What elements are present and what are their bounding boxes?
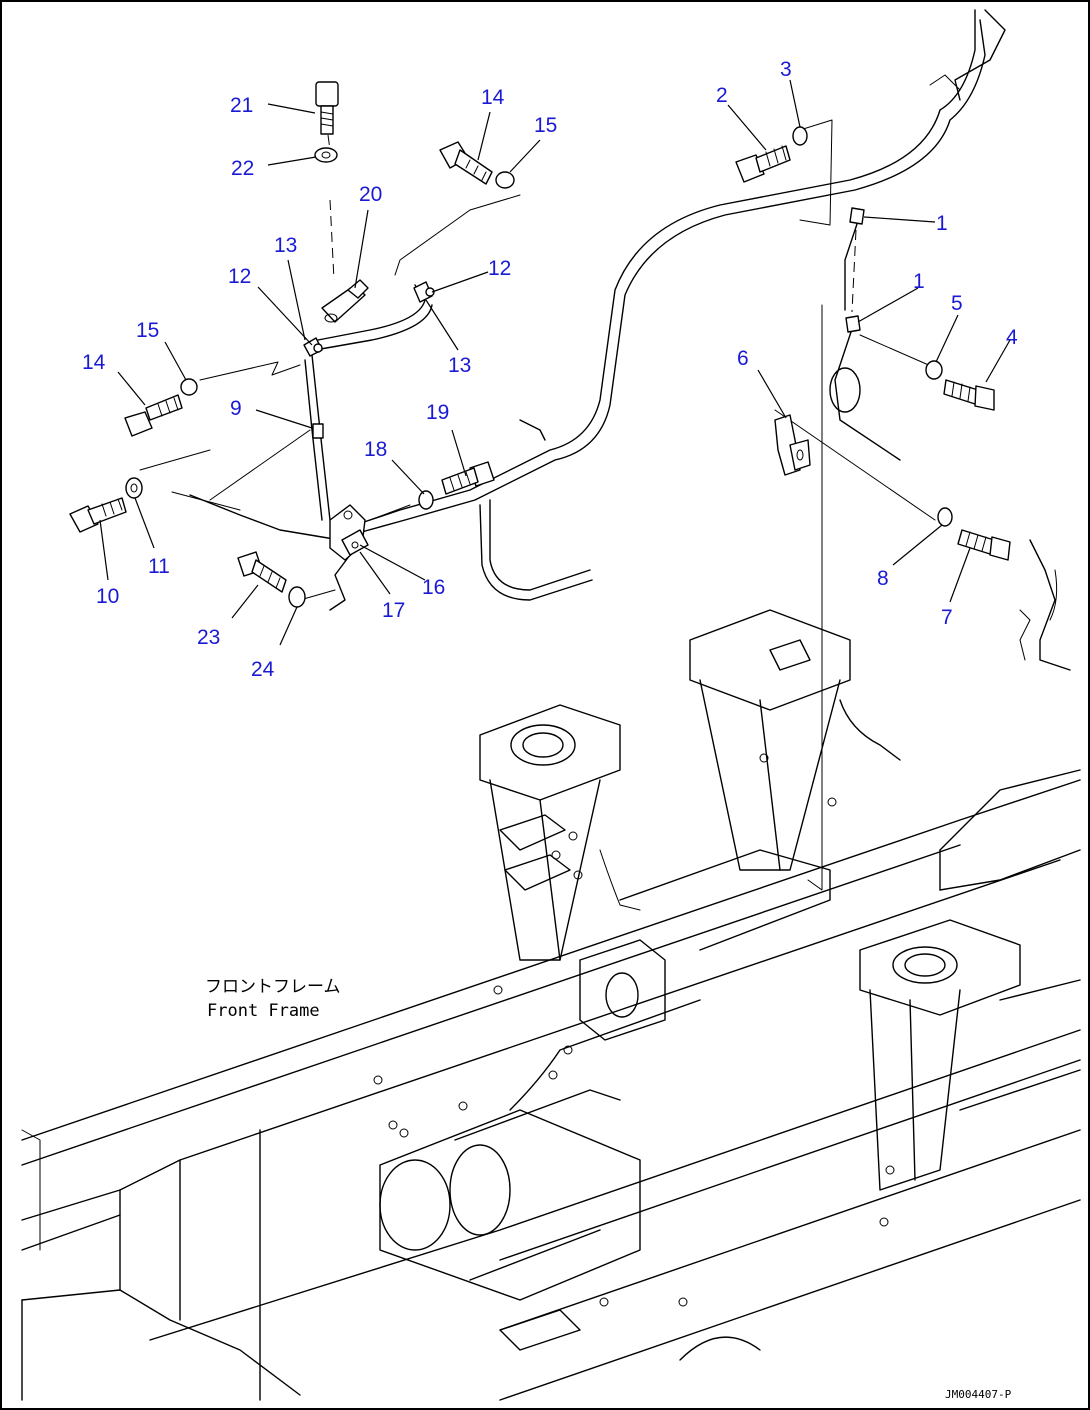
callout-19: 19: [426, 401, 449, 424]
joint-16-17-icon: [329, 504, 369, 561]
frame-bolt-holes: [373, 753, 895, 1307]
callout-18: 18: [364, 438, 387, 461]
callouts: 21 22 14 15 20 13 12 12 13 15 14 9 19 18…: [82, 58, 1018, 681]
callout-16: 16: [422, 576, 445, 599]
bolt-2-icon: [735, 145, 791, 183]
bolt-21-icon: [315, 81, 339, 135]
drawing-id: JM004407-P: [945, 1388, 1012, 1401]
bolt-14-top-icon: [439, 141, 493, 185]
callout-23: 23: [197, 626, 220, 649]
washer-11-icon: [125, 477, 143, 499]
assembly-lines: [139, 134, 941, 601]
bracket-6-icon: [774, 414, 811, 476]
bolt-23-icon: [237, 551, 287, 593]
nut-12-left-icon: [313, 343, 323, 353]
callout-8: 8: [877, 567, 889, 590]
callout-2: 2: [716, 84, 728, 107]
callout-7: 7: [941, 606, 953, 629]
callout-6: 6: [737, 347, 749, 370]
hose-routing: [171, 9, 1071, 911]
callout-20: 20: [359, 183, 382, 206]
parts: [69, 81, 1011, 608]
clamp-1-upper-icon: [849, 207, 865, 225]
callout-24: 24: [251, 658, 275, 681]
callout-1-upper: 1: [936, 212, 948, 235]
callout-5: 5: [951, 292, 963, 315]
callout-15-top: 15: [534, 114, 557, 137]
callout-3: 3: [780, 58, 792, 81]
callout-1-lower: 1: [913, 270, 925, 293]
callout-21: 21: [230, 94, 253, 117]
callout-12-right: 12: [488, 257, 511, 280]
front-frame-label-en: Front Frame: [207, 1001, 320, 1021]
clamp-9-icon: [312, 423, 324, 439]
bolt-10-icon: [69, 497, 127, 533]
washer-24-icon: [288, 586, 306, 608]
callout-15-left: 15: [136, 319, 159, 342]
callout-14-left: 14: [82, 351, 106, 374]
washer-5-icon: [925, 360, 943, 380]
clamp-1-lower-icon: [845, 315, 861, 333]
bolt-4-icon: [943, 379, 995, 411]
callout-13-right: 13: [448, 354, 471, 377]
washer-18-icon: [418, 490, 434, 510]
bolt-14-left-icon: [124, 394, 183, 437]
callout-22: 22: [231, 157, 254, 180]
callout-9: 9: [230, 397, 242, 420]
nut-15-top-icon: [495, 171, 515, 189]
callout-10: 10: [96, 585, 119, 608]
callout-14-top: 14: [481, 86, 505, 109]
washer-22-icon: [314, 147, 338, 163]
clamp-20-icon: [321, 279, 369, 323]
callout-17: 17: [382, 599, 405, 622]
guide-plates: [799, 119, 833, 891]
callout-11: 11: [148, 555, 170, 578]
nut-15-left-icon: [180, 378, 198, 396]
callout-13-left: 13: [274, 234, 297, 257]
nut-12-right-icon: [425, 287, 435, 297]
leader-lines: [99, 79, 1011, 646]
callout-12-left: 12: [228, 265, 251, 288]
washer-8-icon: [937, 507, 953, 527]
front-frame-label-jp: フロントフレーム: [205, 977, 341, 997]
bolt-19-icon: [441, 461, 495, 495]
bolt-7-icon: [957, 529, 1011, 561]
washer-3-icon: [792, 126, 808, 146]
front-frame: [21, 609, 1081, 1401]
callout-4: 4: [1006, 326, 1018, 349]
